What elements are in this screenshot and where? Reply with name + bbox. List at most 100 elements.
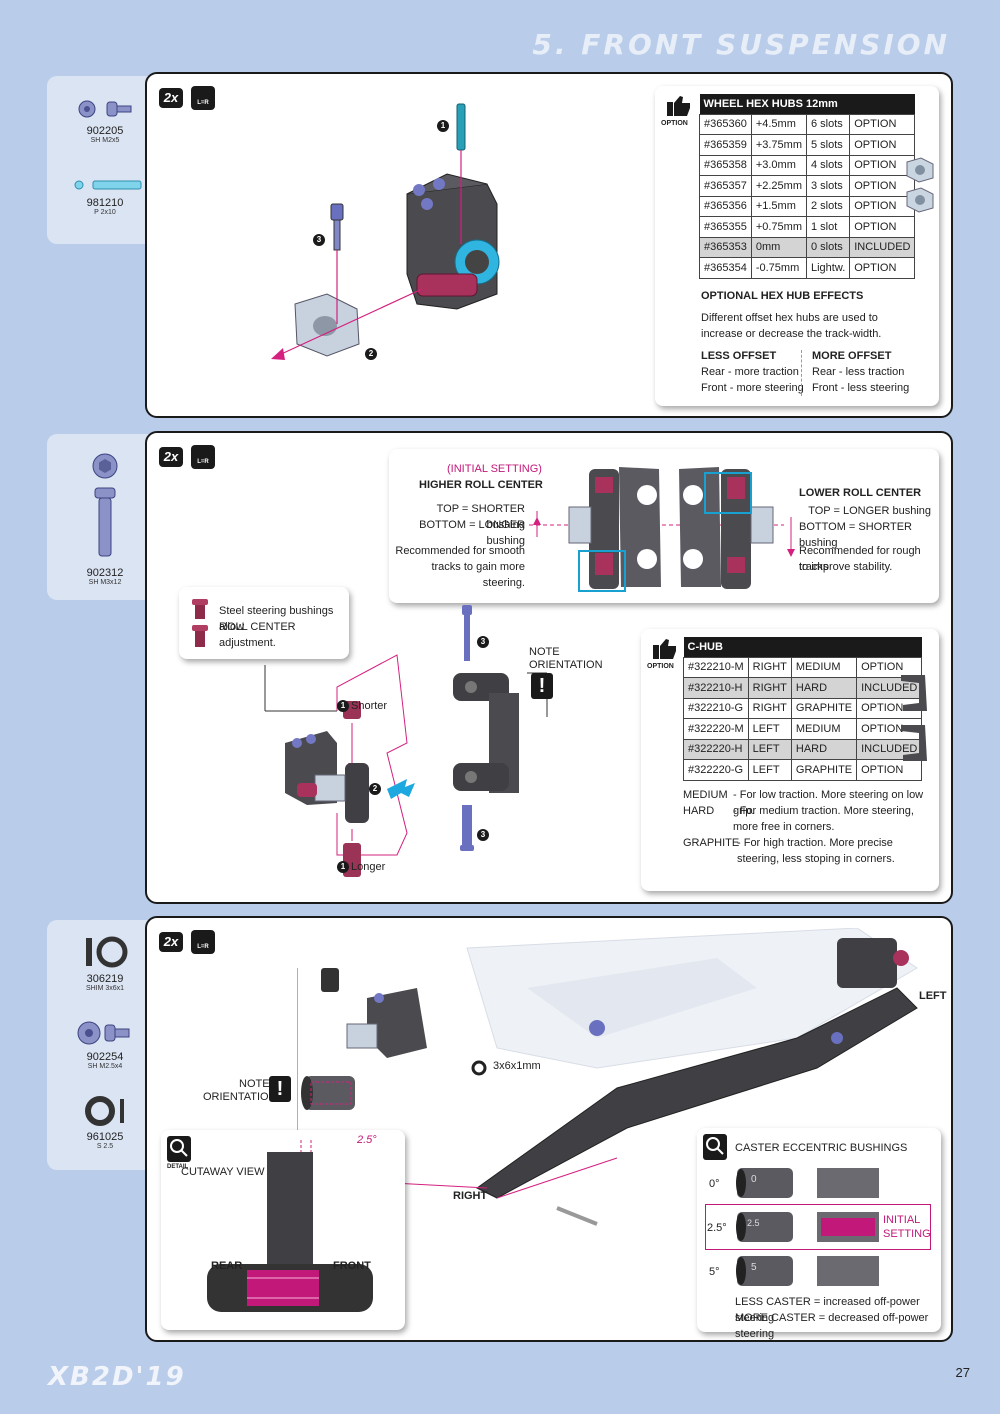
lower-recommend-2: to improve stability. [799,561,893,573]
callout-3-top: 3 [477,636,489,648]
effects-title: OPTIONAL HEX HUB EFFECTS [701,290,864,302]
option-label: OPTION [661,120,688,127]
eccentric-bushing-icon [301,1076,355,1110]
parts-box-step1: 902205 SH M2x5 981210 P 2x10 [47,76,162,244]
orientation-label: ORIENTATION [529,659,603,671]
parts-box-step3: 306219 SHIM 3x6x1 902254 SH M2.5x4 96102… [47,920,162,1170]
callout-1-shorter: 1 [337,700,349,712]
material-medium-text: - For low traction. More steering on low… [733,789,924,817]
caster-angle-label: 2.5° [357,1134,377,1146]
effects-text: Different offset hex hubs are used to in… [701,312,882,340]
steel-bushing-icon [192,599,208,647]
material-graphite-name: GRAPHITE [683,837,740,849]
detail-magnifier-icon [703,1134,727,1160]
warning-icon: ! [531,673,553,699]
brand-logo: XB2D'19 [48,1362,186,1392]
bushing-mark-2-5: 2.5 [747,1218,760,1228]
part-number: 961025 [86,1131,124,1143]
less-caster-text: LESS CASTER = increased off-power steeri… [735,1296,920,1324]
option-thumb-icon [651,637,679,667]
caster-bushings-illustration [736,1168,879,1286]
callout-3-bottom: 3 [477,829,489,841]
callout-3: 3 [313,234,325,246]
step1-panel: 2x L=R 1 2 3 OPTION WHEEL HE [145,72,953,418]
more-caster-text: MORE CASTER = decreased off-power steeri… [735,1312,929,1340]
shim-icon [86,936,128,968]
cutaway-title: CUTAWAY VIEW [181,1166,265,1178]
c-hub-table-title: C-HUB [683,637,922,657]
lower-line2: BOTTOM = SHORTER bushing [799,521,912,549]
pin-icon [74,180,142,190]
less-offset-title: LESS OFFSET [701,350,777,362]
bushing-mark-0: 0 [751,1174,757,1185]
washer-icon [85,1096,124,1126]
hex-hub-option-card: OPTION WHEEL HEX HUBS 12mm #365360+4.5mm… [655,86,939,406]
left-right-icon: L=R [191,86,215,110]
quantity-badge: 2x [159,932,183,952]
shim-ring-icon [471,1060,487,1076]
option-thumb-icon [665,94,693,124]
setting-label: SETTING [883,1228,931,1240]
part-number: 902205 [86,125,124,137]
higher-line2: BOTTOM = LONGER bushing [419,519,525,547]
page-number: 27 [955,1365,970,1380]
part-981210: 981210 P 2x10 [55,178,155,217]
less-offset-line1: Rear - more traction [701,366,799,378]
longer-label: Longer [351,861,386,873]
bushing-note-card: Steel steering bushings allow ROLL CENTE… [179,587,349,659]
caster-angle-2-5: 2.5° [707,1222,727,1234]
c-hub-thumbnail-icon [901,675,927,761]
note-label: NOTE [529,646,560,658]
quantity-badge: 2x [159,88,183,108]
hex-hub-table-title: WHEEL HEX HUBS 12mm [699,94,915,114]
part-902205: 902205 SH M2x5 [55,98,155,145]
shorter-label: Shorter [351,700,388,712]
caster-title: CASTER ECCENTRIC BUSHINGS [735,1142,908,1154]
higher-recommend-2: tracks to gain more steering. [431,561,525,589]
front-label: FRONT [333,1260,371,1272]
left-right-icon: L=R [191,445,215,469]
lower-recommend-1: Recommended for rough tracks [799,545,921,573]
screw-icon [78,100,132,118]
part-961025: 961025 S 2.5 [55,1096,155,1151]
hex-hub-thumbnail-icon [906,157,934,213]
more-offset-line2: Front - less steering [812,382,910,394]
higher-recommend-1: Recommended for smooth [395,545,525,557]
material-medium-name: MEDIUM [683,789,728,801]
step3-panel: 2x L=R 3x6x1mm NOTE ORIENTATION ! LEFT R… [145,916,953,1342]
detail-magnifier-icon [167,1136,191,1162]
roll-center-card: (INITIAL SETTING) HIGHER ROLL CENTER TOP… [389,449,939,603]
callout-1: 1 [437,120,449,132]
callout-1-longer: 1 [337,861,349,873]
initial-label: INITIAL [883,1214,921,1226]
higher-line1: TOP = SHORTER bushing [436,503,525,531]
part-desc: SH M2.5x4 [87,1063,123,1070]
option-label: OPTION [647,663,674,670]
callout-2: 2 [369,783,381,795]
step2-panel: 2x L=R (INITIAL SETTING) HIGHER ROLL CEN… [145,431,953,904]
left-right-icon: L=R [191,930,215,954]
bushing-mark-5: 5 [751,1262,757,1273]
detail-label: DETAIL [167,1164,189,1170]
part-306219: 306219 SHIM 3x6x1 [55,936,155,993]
part-desc: SH M3x12 [88,579,122,586]
rear-label: REAR [211,1260,243,1272]
lower-roll-center-title: LOWER ROLL CENTER [799,487,922,499]
initial-setting-label: (INITIAL SETTING) [447,463,542,475]
part-desc: SHIM 3x6x1 [85,985,125,992]
orientation-label: ORIENTATION [203,1091,277,1103]
part-number: 902312 [86,567,124,579]
quantity-badge: 2x [159,447,183,467]
caster-angle-0: 0° [709,1178,720,1190]
front-suspension-arm-illustration [297,928,918,1226]
